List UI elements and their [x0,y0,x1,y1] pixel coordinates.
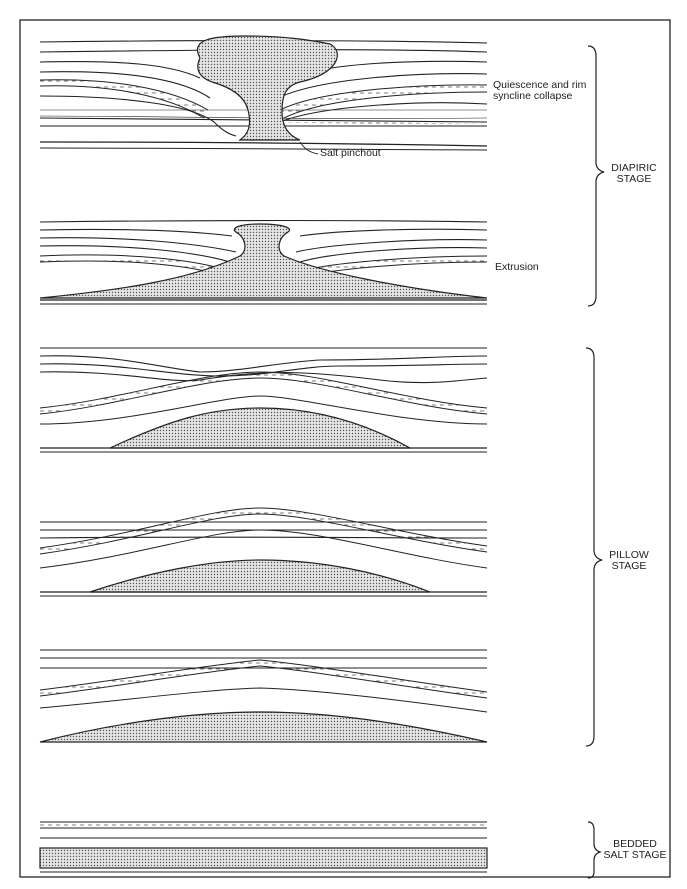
salt-pillow-2 [90,560,430,592]
panel-pillow-3 [40,650,487,742]
salt-pillow-3 [40,712,487,742]
panel-extrusion [40,221,487,305]
panel-pillow-1 [40,348,487,452]
salt-diapir-head [197,36,337,140]
label-diapiric-stage: DIAPIRIC STAGE [603,163,665,185]
panel-pillow-2 [40,508,487,596]
panel-quiescence [40,36,487,154]
label-salt-pinchout: Salt pinchout [320,148,410,159]
label-extrusion: Extrusion [495,262,575,273]
label-bedded-salt-stage: BEDDED SALT STAGE [602,839,668,861]
brace-pillow [586,348,602,746]
bedded-salt-layer [40,848,487,868]
panel-bedded-salt [40,822,487,872]
brace-bedded-salt [588,822,600,878]
salt-pillow-1 [110,408,410,448]
label-quiescence: Quiescence and rim syncline collapse [493,80,593,102]
label-pillow-stage: PILLOW STAGE [603,550,655,572]
